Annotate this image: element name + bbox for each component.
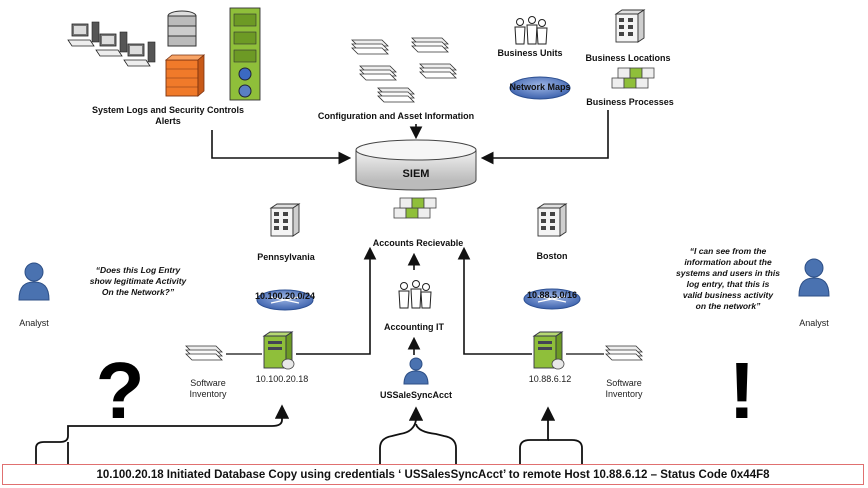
analyst-right-quote-4: log entry, that this is bbox=[687, 279, 770, 289]
config-documents-icon bbox=[351, 37, 457, 103]
log-entry-bar: 10.100.20.18 Initiated Database Copy usi… bbox=[2, 464, 864, 485]
pennsylvania-building-icon bbox=[270, 203, 300, 237]
business-processes-label: Business Processes bbox=[586, 97, 674, 107]
business-units-label: Business Units bbox=[497, 48, 562, 58]
business-locations-icon bbox=[615, 9, 645, 43]
brace-remote-host-right-leg bbox=[548, 439, 583, 464]
accounts-receivable-icon bbox=[393, 197, 437, 219]
accounting-it-icon bbox=[398, 280, 432, 309]
software-inventory-left-line2: Inventory bbox=[189, 389, 227, 399]
siem-label: SIEM bbox=[403, 168, 430, 180]
host-right-label: 10.88.6.12 bbox=[529, 374, 572, 384]
account-label: USSaleSyncAcct bbox=[380, 390, 452, 400]
pennsylvania-label: Pennsylvania bbox=[257, 252, 316, 262]
analyst-left-label: Analyst bbox=[19, 318, 49, 328]
server-right-icon bbox=[533, 331, 565, 370]
brace-credentials-right-leg bbox=[415, 423, 457, 464]
analyst-left-icon bbox=[18, 262, 50, 301]
arrow-left-to-ar bbox=[296, 246, 377, 355]
arrow-business-to-siem bbox=[480, 110, 609, 165]
siem-icon bbox=[355, 139, 477, 191]
analyst-right-quote-2: information about the bbox=[684, 257, 772, 267]
software-inventory-right-line1: Software bbox=[606, 378, 642, 388]
analyst-right-quote-3: systems and users in this bbox=[676, 268, 780, 278]
business-processes-icon bbox=[611, 67, 655, 89]
siem-diagram: System Logs and Security Controls Alerts… bbox=[18, 7, 830, 464]
analyst-left-quote-2: show legitimate Activity bbox=[90, 276, 188, 286]
boston-building-icon bbox=[537, 203, 567, 237]
analyst-right-quote-6: on the network” bbox=[696, 301, 761, 311]
accounts-receivable-label: Accounts Recievable bbox=[373, 238, 464, 248]
exclamation-mark: ! bbox=[729, 346, 756, 435]
analyst-left-quote-1: “Does this Log Entry bbox=[96, 265, 182, 275]
business-units-icon bbox=[514, 16, 548, 45]
software-inventory-left-line1: Software bbox=[190, 378, 226, 388]
system-logs-label: System Logs and Security Controls bbox=[92, 105, 244, 115]
account-user-icon bbox=[403, 357, 429, 385]
analyst-right-quote-5: valid business activity bbox=[683, 290, 775, 300]
subnet-right-label: 10.88.5.0/16 bbox=[527, 290, 577, 300]
analyst-right-icon bbox=[798, 258, 830, 297]
software-inventory-left-icon bbox=[185, 345, 223, 361]
brace-credentials bbox=[379, 406, 424, 464]
question-mark: ? bbox=[96, 346, 145, 435]
config-asset-label: Configuration and Asset Information bbox=[318, 111, 474, 121]
software-inventory-right-line2: Inventory bbox=[605, 389, 643, 399]
firewall-icon bbox=[164, 54, 206, 97]
software-inventory-right-icon bbox=[605, 345, 643, 361]
log-entry-text: 10.100.20.18 Initiated Database Copy usi… bbox=[96, 468, 770, 481]
server-left-icon bbox=[263, 331, 295, 370]
brace-remote-host bbox=[519, 406, 556, 464]
network-maps-label: Network Maps bbox=[509, 82, 570, 92]
brace-source-host bbox=[35, 404, 290, 464]
server-rack-icon bbox=[229, 7, 261, 101]
accounting-it-label: Accounting IT bbox=[384, 322, 444, 332]
analyst-right-quote-1: “I can see from the bbox=[690, 246, 767, 256]
boston-label: Boston bbox=[537, 251, 568, 261]
arrow-right-to-ar bbox=[457, 246, 532, 355]
alerts-label: Alerts bbox=[155, 116, 181, 126]
network-maps-icon bbox=[509, 76, 571, 100]
analyst-right-label: Analyst bbox=[799, 318, 829, 328]
subnet-left-label: 10.100.20.0/24 bbox=[255, 291, 315, 301]
storage-stack-icon bbox=[167, 10, 197, 47]
host-left-label: 10.100.20.18 bbox=[256, 374, 309, 384]
workstations-icon bbox=[67, 21, 156, 67]
business-locations-label: Business Locations bbox=[585, 53, 670, 63]
analyst-left-quote-3: On the Network?” bbox=[102, 287, 175, 297]
arrow-logs-to-siem bbox=[211, 130, 352, 165]
